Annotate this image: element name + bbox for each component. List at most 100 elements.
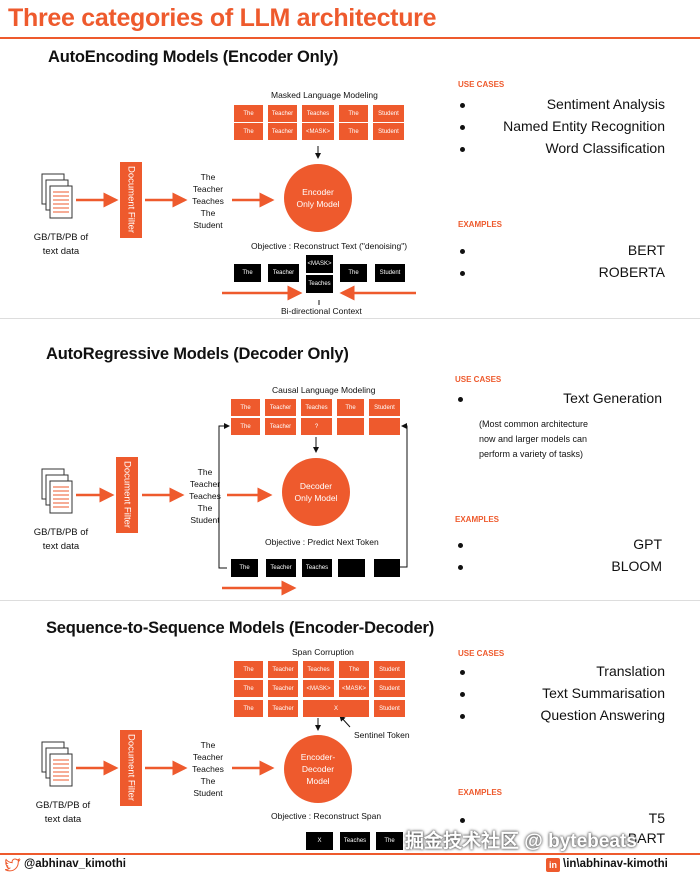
- bullet-icon: [460, 125, 465, 130]
- section-title-seq2seq: Sequence-to-Sequence Models (Encoder-Dec…: [46, 619, 434, 637]
- mask-token-cell: <MASK>: [303, 680, 334, 697]
- token-cell: Teaches: [301, 399, 332, 416]
- output-token: Teaches: [302, 559, 332, 577]
- token-cell: The: [337, 399, 364, 416]
- mask-token-cell: <MASK>: [302, 123, 334, 140]
- token-cell: Teacher: [268, 680, 298, 697]
- token-cell: The: [231, 418, 260, 435]
- bullet-icon: [460, 249, 465, 254]
- token-cell: Student: [374, 661, 405, 678]
- token-cell: Teacher: [265, 418, 296, 435]
- output-token: X: [306, 832, 333, 850]
- data-label: GB/TB/PB of text data: [33, 232, 89, 257]
- decoder-model-circle: Decoder Only Model: [282, 458, 350, 526]
- use-case-item: Text Summarisation: [542, 685, 665, 701]
- use-case-item: Translation: [596, 663, 665, 679]
- bullet-icon: [458, 397, 463, 402]
- token-cell: Student: [373, 105, 404, 122]
- word-stack: The Teacher Teaches The Student: [192, 740, 224, 798]
- examples-heading: EXAMPLES: [458, 788, 503, 797]
- objective-label: Objective : Reconstruct Text ("denoising…: [251, 241, 408, 251]
- section-divider-2: [0, 600, 700, 601]
- empty-token-cell: [369, 418, 400, 435]
- token-cell: The: [234, 123, 263, 140]
- token-cell: The: [234, 680, 263, 697]
- example-item: BERT: [627, 242, 665, 258]
- token-cell: Student: [374, 700, 405, 717]
- bullet-icon: [460, 670, 465, 675]
- use-case-item: Question Answering: [540, 707, 665, 723]
- output-fill-token: Teaches: [306, 275, 333, 293]
- title-rule: [0, 37, 700, 39]
- sentinel-token-label: Sentinel Token: [354, 730, 410, 740]
- use-cases-heading: USE CASES: [458, 649, 505, 658]
- bullet-icon: [460, 714, 465, 719]
- document-filter-box: Document Filter: [120, 162, 142, 238]
- grid-title: Causal Language Modeling: [272, 385, 376, 395]
- token-cell: Teacher: [265, 399, 296, 416]
- token-cell: Teacher: [268, 661, 298, 678]
- linkedin-handle[interactable]: \in\abhinav-kimothi: [563, 858, 668, 870]
- token-cell: The: [339, 123, 368, 140]
- bullet-icon: [458, 543, 463, 548]
- grid-title: Span Corruption: [292, 647, 354, 657]
- twitter-handle[interactable]: @abhinav_kimothi: [24, 858, 126, 870]
- sentinel-token-cell: X: [303, 700, 369, 717]
- output-mask-token: <MASK>: [306, 255, 333, 273]
- output-token: Teacher: [268, 264, 299, 282]
- token-cell: The: [234, 105, 263, 122]
- architecture-note: (Most common architecture now and larger…: [479, 419, 589, 459]
- output-token: The: [234, 264, 261, 282]
- example-item: BLOOM: [611, 558, 662, 574]
- use-cases-heading: USE CASES: [455, 375, 502, 384]
- twitter-bird-icon[interactable]: [5, 858, 21, 872]
- output-token: The: [231, 559, 258, 577]
- unknown-token-cell: ?: [301, 418, 332, 435]
- use-cases-heading: USE CASES: [458, 80, 505, 89]
- example-item: ROBERTA: [598, 264, 665, 280]
- bullet-icon: [458, 565, 463, 570]
- document-filter-box: Document Filter: [116, 457, 138, 533]
- token-cell: Student: [369, 399, 400, 416]
- data-label: GB/TB/PB of text data: [33, 527, 89, 552]
- word-stack: The Teacher Teaches The Student: [192, 172, 224, 230]
- example-item: GPT: [633, 536, 662, 552]
- bullet-icon: [460, 103, 465, 108]
- use-case-item: Text Generation: [563, 390, 662, 406]
- bullet-icon: [460, 692, 465, 697]
- output-token: The: [340, 264, 367, 282]
- token-cell: Student: [374, 680, 405, 697]
- objective-label: Objective : Reconstruct Span: [271, 811, 382, 821]
- output-token: The: [376, 832, 403, 850]
- context-label: Bi-directional Context: [281, 306, 362, 316]
- mask-token-cell: <MASK>: [339, 680, 369, 697]
- token-cell: Student: [373, 123, 404, 140]
- bullet-icon: [460, 271, 465, 276]
- linkedin-icon[interactable]: in: [546, 858, 560, 872]
- documents-icon: [41, 173, 73, 219]
- token-cell: The: [234, 661, 263, 678]
- output-token: Teacher: [266, 559, 296, 577]
- token-cell: The: [231, 399, 260, 416]
- data-label: GB/TB/PB of text data: [35, 800, 91, 825]
- examples-heading: EXAMPLES: [455, 515, 500, 524]
- token-cell: The: [234, 700, 263, 717]
- section-title-autoregressive: AutoRegressive Models (Decoder Only): [46, 345, 349, 363]
- encoder-model-circle: Encoder Only Model: [284, 164, 352, 232]
- section-divider-1: [0, 318, 700, 319]
- use-case-item: Word Classification: [545, 140, 665, 156]
- token-cell: Teacher: [268, 105, 297, 122]
- grid-title: Masked Language Modeling: [271, 90, 378, 100]
- word-stack: The Teacher Teaches The Student: [189, 467, 221, 525]
- page-title: Three categories of LLM architecture: [8, 4, 437, 32]
- use-case-item: Sentiment Analysis: [546, 96, 665, 112]
- document-filter-box: Document Filter: [120, 730, 142, 806]
- watermark: 掘金技术社区 @ bytebeats: [405, 831, 637, 852]
- token-cell: The: [339, 661, 369, 678]
- bullet-icon: [460, 147, 465, 152]
- token-cell: Teaches: [303, 661, 334, 678]
- empty-token-cell: [337, 418, 364, 435]
- empty-output-token: [338, 559, 365, 577]
- example-item: BART: [627, 830, 665, 846]
